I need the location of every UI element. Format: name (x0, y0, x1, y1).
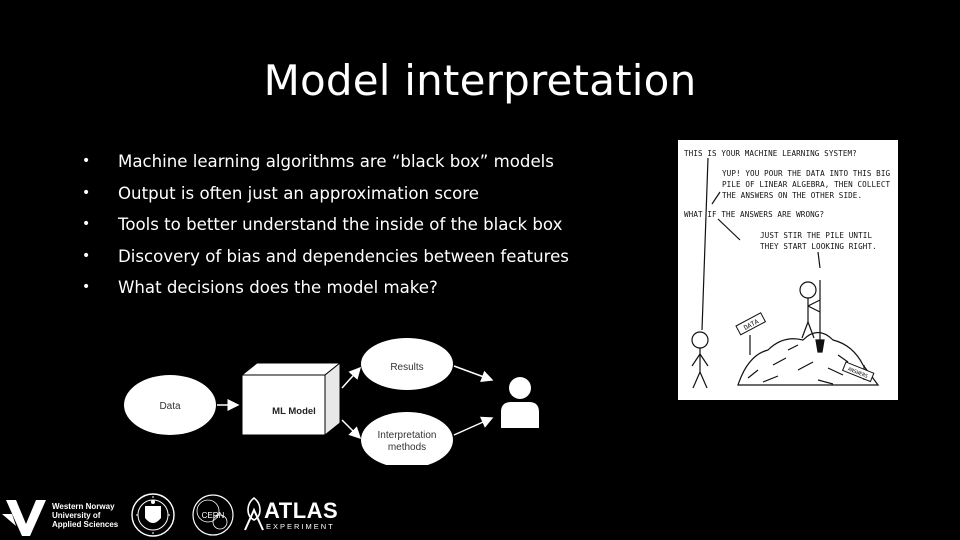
interpretation-line1: Interpretation (378, 430, 437, 441)
cern-logo-label: CERN (202, 511, 225, 520)
atlas-logo-icon (244, 496, 264, 531)
hvl-line-2: University of (52, 511, 101, 520)
comic-line-1: THIS IS YOUR MACHINE LEARNING SYSTEM? (684, 149, 857, 158)
arrow-model-to-results (341, 366, 362, 389)
ml-model-box (240, 361, 342, 437)
interpretation-line2: methods (388, 442, 426, 453)
atlas-subtitle: EXPERIMENT (266, 522, 335, 531)
comic-data-sign: DATA (735, 312, 767, 336)
results-node-label: Results (390, 362, 423, 373)
data-node-label: Data (159, 401, 181, 412)
bullet-dot-icon: • (82, 216, 91, 232)
cern-logo-icon: CERN (192, 494, 234, 536)
hvl-logo-icon (2, 500, 46, 536)
bullet-text: Output is often just an approximation sc… (118, 183, 479, 203)
bullet-text: What decisions does the model make? (118, 278, 438, 297)
arrow-results-to-user (453, 365, 494, 383)
arrow-model-to-interpretation (341, 419, 362, 440)
ml-flow-diagram: Data ML Model Results Interpretation met… (124, 338, 539, 465)
user-icon (501, 377, 539, 428)
atlas-wordmark: ATLAS (264, 498, 339, 523)
bullet-dot-icon: • (82, 247, 91, 264)
footer-logos: Western Norway University of Applied Sci… (0, 488, 340, 540)
bullet-dot-icon: • (82, 153, 91, 169)
bullet-dot-icon: • (82, 279, 91, 295)
data-node (124, 375, 216, 435)
comic-line-7: THEY START LOOKING RIGHT. (760, 242, 877, 251)
arrow-interpretation-to-user (453, 416, 494, 436)
bullet-dot-icon: • (82, 184, 91, 201)
comic-line-4: THE ANSWERS ON THE OTHER SIDE. (722, 191, 863, 200)
ml-model-label: ML Model (272, 406, 316, 417)
comic-line-5: WHAT IF THE ANSWERS ARE WRONG? (684, 210, 825, 219)
results-node (361, 338, 453, 390)
hvl-line-3: Applied Sciences (52, 520, 119, 529)
comic-drawing: DATA ANSWERS (691, 157, 880, 389)
comic-line-6: JUST STIR THE PILE UNTIL (760, 231, 873, 240)
comic-line-2: YUP! YOU POUR THE DATA INTO THIS BIG (722, 169, 891, 178)
hvl-line-1: Western Norway (52, 502, 115, 511)
interpretation-node (361, 412, 453, 465)
bullet-text: Discovery of bias and dependencies betwe… (118, 246, 569, 266)
hvl-logo-text: Western Norway University of Applied Sci… (52, 502, 118, 529)
bullet-text: Tools to better understand the inside of… (118, 215, 563, 234)
university-of-bergen-seal-icon (131, 493, 175, 537)
comic-line-3: PILE OF LINEAR ALGEBRA, THEN COLLECT (722, 180, 891, 189)
xkcd-comic-panel: THIS IS YOUR MACHINE LEARNING SYSTEM? YU… (678, 140, 898, 400)
bullet-text: Machine learning algorithms are “black b… (118, 152, 554, 171)
slide-title: Model interpretation (263, 56, 697, 105)
